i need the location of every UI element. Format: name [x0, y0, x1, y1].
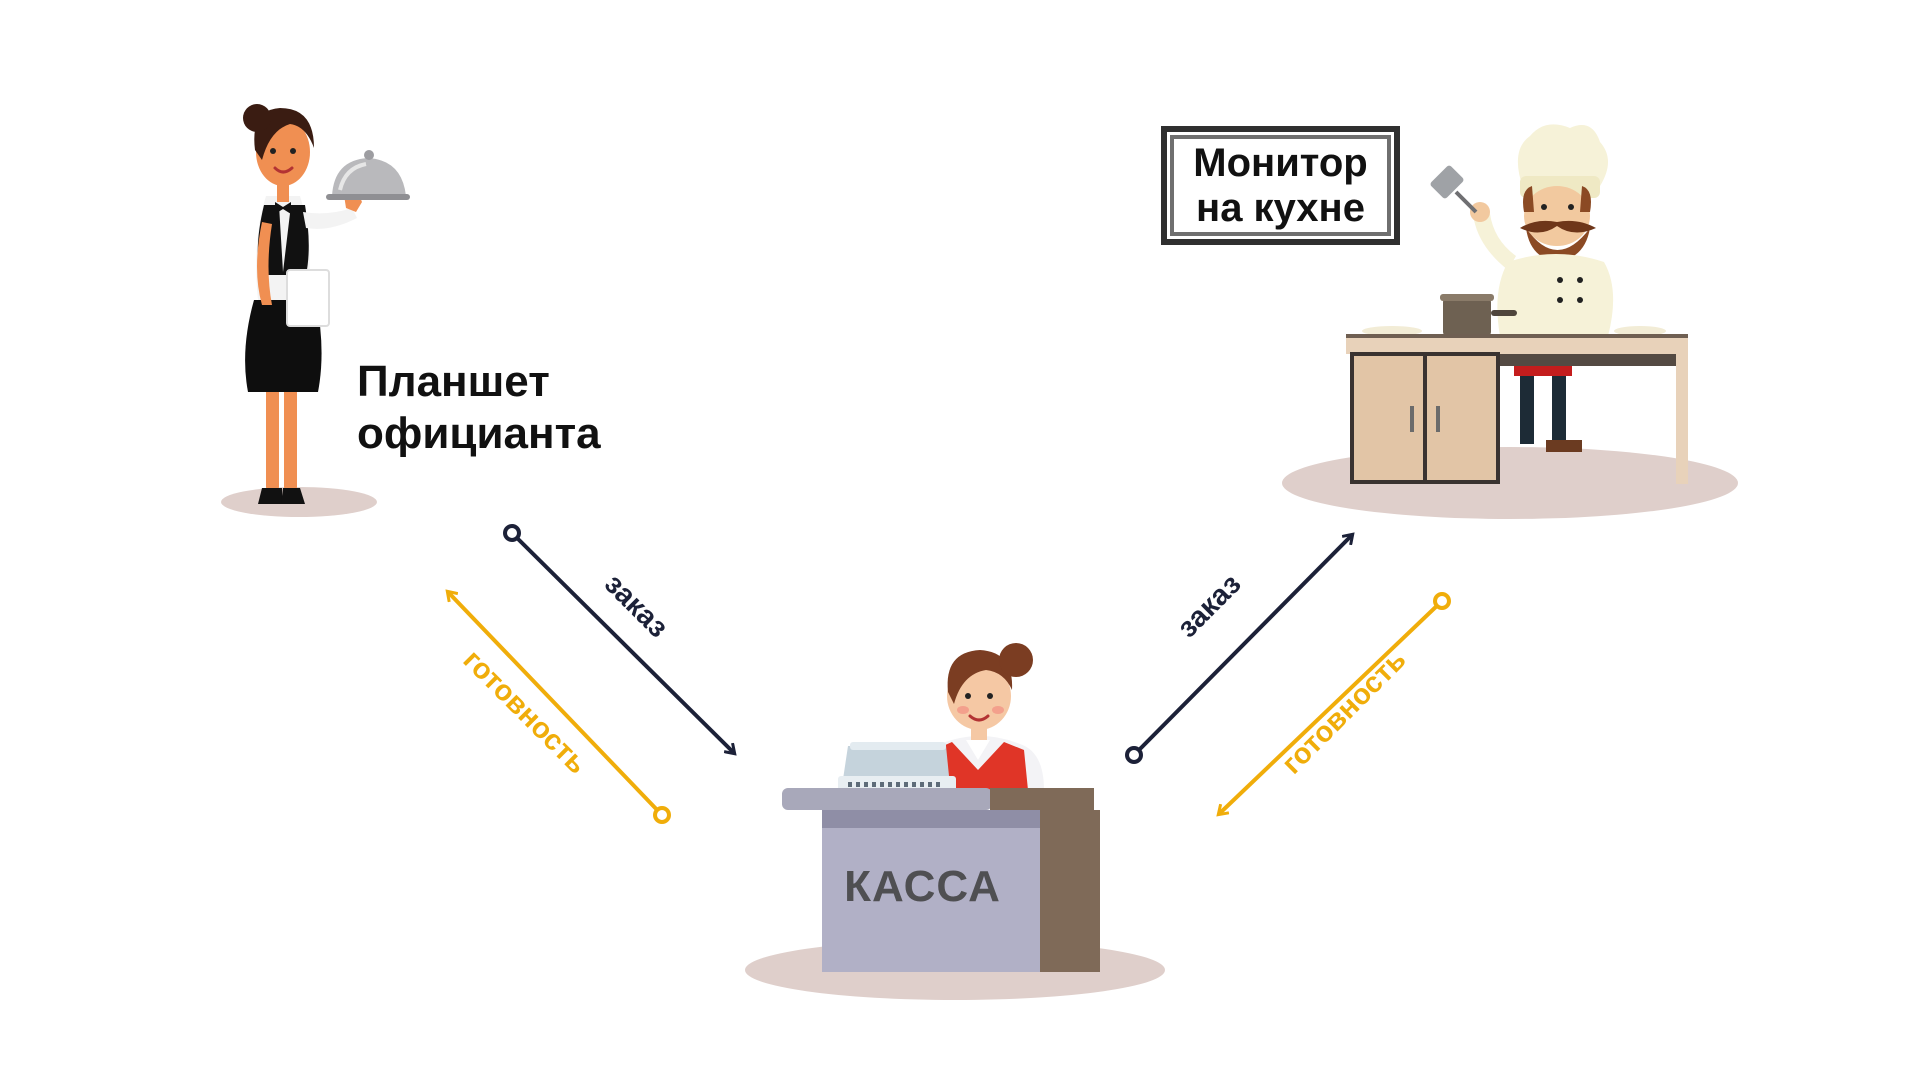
kitchen-label-line2: на кухне [1196, 185, 1365, 230]
kitchen-label-line1: Монитор [1193, 140, 1368, 185]
cashier-figure [745, 643, 1165, 1000]
waiter-figure [221, 104, 410, 517]
kitchen-monitor-label: Монитор на кухне [1161, 126, 1400, 245]
waiter-label-line2: официанта [357, 408, 601, 458]
pot-icon [1440, 294, 1517, 336]
arrow-cashier-to-waiter [448, 592, 671, 824]
kassa-label: КАССА [844, 862, 1001, 911]
spatula-icon [1430, 165, 1478, 214]
waiter-label-line1: Планшет [357, 357, 550, 406]
cloche-icon [326, 150, 410, 200]
arrow-cashier-to-kitchen [1125, 535, 1352, 764]
waiter-tablet-label: Планшет официанта [357, 356, 601, 460]
arrow-waiter-to-cashier [503, 524, 734, 753]
chef-figure [1282, 124, 1738, 519]
arrow-kitchen-to-cashier [1219, 592, 1451, 814]
kassa-counter [782, 788, 1100, 972]
cash-register-icon [838, 742, 956, 792]
